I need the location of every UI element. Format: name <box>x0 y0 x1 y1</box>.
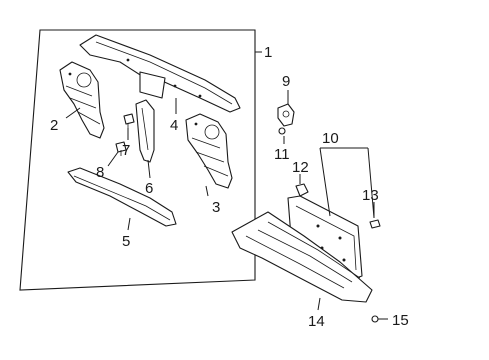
part-5-lower-tie-bar <box>67 167 177 227</box>
part-13-screw <box>369 219 381 229</box>
callout-10: 10 <box>322 130 339 147</box>
part-11-bolt <box>278 127 286 135</box>
callout-15: 15 <box>392 312 409 329</box>
callout-12: 12 <box>292 159 309 176</box>
callout-11: 11 <box>274 146 290 163</box>
callout-2: 2 <box>50 117 58 134</box>
part-7-clip <box>123 113 135 130</box>
part-2-left-side-panel <box>59 61 105 139</box>
callout-6: 6 <box>145 180 153 197</box>
callout-7: 7 <box>122 142 130 159</box>
callout-9: 9 <box>282 73 290 90</box>
part-15-bolt <box>371 315 379 323</box>
part-6-center-bracket <box>135 99 155 163</box>
callout-1: 1 <box>264 44 272 61</box>
callout-13: 13 <box>362 187 379 204</box>
part-4-upper-tie-bar <box>79 34 241 113</box>
callout-14: 14 <box>308 313 325 330</box>
assembly-group-frame <box>19 29 256 291</box>
part-9-bracket <box>277 103 295 127</box>
callout-8: 8 <box>96 164 104 181</box>
part-3-right-side-panel <box>185 113 233 189</box>
callout-3: 3 <box>212 199 220 216</box>
part-12-nut <box>295 183 309 197</box>
part-14-under-cover <box>231 211 373 303</box>
part-8-bolt <box>115 141 127 156</box>
callout-4: 4 <box>170 117 178 134</box>
leader-lines <box>65 51 388 320</box>
callout-5: 5 <box>122 233 130 250</box>
